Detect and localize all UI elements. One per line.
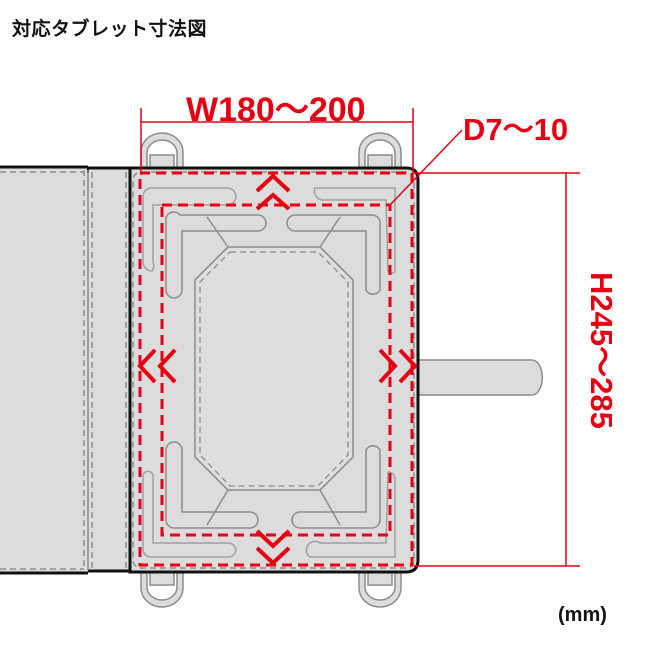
- d-ring-bottom-left: [140, 569, 184, 608]
- height-dimension-label: H245〜285: [584, 272, 619, 429]
- left-cover-panel: [0, 165, 131, 575]
- d-ring-top-right: [358, 132, 402, 171]
- case-body: [128, 166, 420, 574]
- width-dimension-label: W180〜200: [186, 91, 366, 129]
- d-ring-top-left: [140, 132, 184, 171]
- hand-strap: [417, 359, 544, 396]
- d-ring-bottom-right: [358, 569, 402, 608]
- diagram-title: 対応タブレット寸法図: [12, 18, 208, 40]
- depth-dimension-label: D7〜10: [463, 112, 569, 147]
- adjust-arrows: [137, 173, 418, 566]
- dimension-lines: [140, 108, 580, 567]
- unit-label: (mm): [558, 604, 607, 626]
